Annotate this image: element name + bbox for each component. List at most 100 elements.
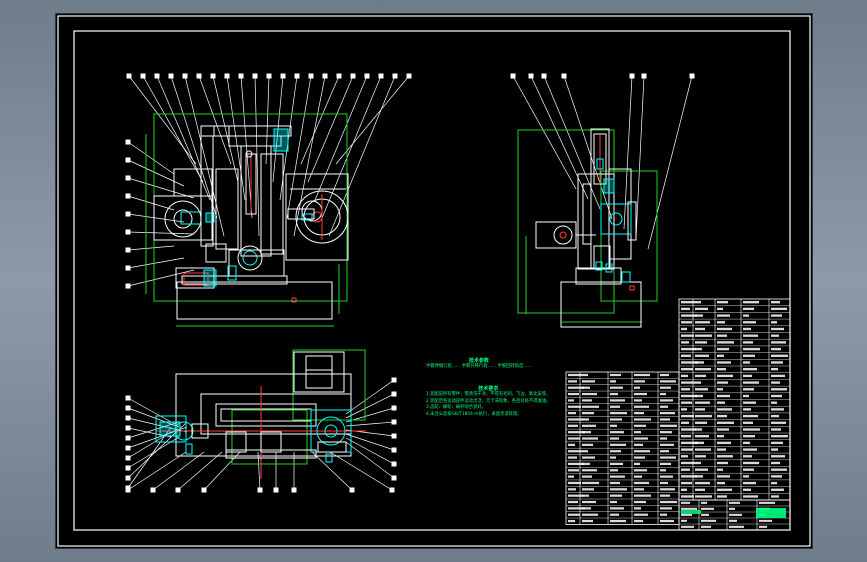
table-cell-text	[743, 495, 758, 498]
table-cell-text	[681, 513, 692, 516]
balloon-number	[125, 405, 131, 411]
table-cell-text	[717, 441, 731, 445]
leader-line	[127, 397, 172, 423]
table-cell-text	[743, 475, 749, 478]
balloon-number	[125, 175, 131, 181]
table-cell-text	[771, 468, 787, 471]
balloon-number	[125, 487, 131, 493]
balloon-number	[378, 73, 384, 79]
table-cell-text	[660, 488, 675, 491]
table-cell-text	[717, 414, 727, 418]
table-cell-text	[743, 388, 754, 391]
tables	[565, 298, 791, 531]
drawing-title-cell	[756, 508, 786, 518]
table-cell-text	[701, 519, 716, 522]
table-cell-text	[771, 401, 777, 404]
table-cell-text	[743, 314, 749, 317]
balloon-number	[392, 73, 398, 79]
table-cell-text	[634, 380, 645, 383]
table-cell-text	[660, 519, 674, 523]
leader-line	[543, 75, 601, 210]
leader-line	[127, 159, 185, 187]
table-cell-text	[610, 494, 622, 497]
table-cell-text	[610, 507, 624, 510]
table-cell-text	[610, 399, 625, 402]
leader-line	[127, 141, 175, 175]
table-cell-text	[695, 495, 712, 498]
leader-line	[345, 437, 395, 465]
table-cell-text	[681, 341, 689, 344]
leader-line	[142, 75, 204, 183]
title-block-label	[681, 510, 701, 514]
table-cell-text	[743, 361, 750, 364]
table-cell-text	[695, 481, 710, 485]
table-cell-text	[582, 456, 595, 459]
table-cell-text	[771, 327, 784, 331]
table-cell-text	[743, 435, 755, 438]
table-cell-text	[717, 361, 731, 364]
table-cell-text	[717, 334, 727, 337]
table-cell-text	[681, 428, 696, 431]
top-view	[125, 349, 397, 493]
top-view-balloons	[125, 377, 397, 493]
table-cell-text	[701, 525, 711, 528]
table-cell-text	[771, 488, 784, 491]
table-cell-text	[610, 437, 619, 440]
table-cell-text	[681, 435, 691, 438]
table-cell-text	[743, 428, 760, 431]
leader-line	[563, 75, 613, 220]
balloon-number	[689, 73, 695, 79]
table-cell-text	[743, 401, 756, 404]
leader-line	[170, 75, 218, 219]
table-cell-text	[568, 373, 582, 377]
table-cell-text	[634, 405, 649, 408]
table-cell-text	[743, 394, 749, 398]
table-cell-text	[582, 443, 593, 446]
balloon-number	[291, 487, 297, 493]
table-cell-text	[771, 481, 777, 485]
table-cell-text	[681, 507, 697, 510]
table-cell-text	[695, 374, 706, 378]
table-cell-text	[634, 399, 642, 402]
table-cell-text	[568, 519, 575, 523]
table-cell-text	[660, 431, 672, 434]
table-cell-text	[634, 450, 650, 453]
table-cell-text	[568, 405, 581, 408]
table-cell-text	[771, 414, 779, 418]
table-cell-text	[582, 469, 597, 472]
table-cell-text	[660, 405, 668, 408]
table-cell-text	[681, 414, 694, 418]
table-cell-text	[695, 307, 708, 311]
table-cell-text	[771, 341, 786, 344]
table-cell-text	[743, 368, 757, 371]
table-cell-text	[634, 481, 649, 485]
table-cell-text	[759, 519, 772, 522]
balloon-number	[125, 247, 131, 253]
table-cell-text	[771, 374, 785, 378]
table-cell-text	[568, 500, 578, 504]
table-cell-text	[717, 388, 723, 391]
table-cell-text	[568, 456, 577, 459]
leader-line	[127, 451, 187, 491]
table-cell-text	[743, 481, 756, 485]
table-cell-text	[634, 494, 651, 497]
table-cell-text	[695, 468, 708, 471]
table-cell-text	[701, 507, 714, 510]
balloon-number	[641, 73, 647, 79]
table-cell-text	[634, 373, 650, 377]
table-cell-text	[568, 392, 579, 396]
table-cell-text	[695, 341, 707, 344]
leader-line	[127, 195, 175, 211]
table-cell-text	[610, 500, 617, 504]
table-cell-text	[610, 418, 622, 421]
table-cell-text	[695, 327, 705, 331]
balloon-number	[391, 391, 397, 397]
table-cell-text	[681, 468, 690, 471]
technical-requirements-line: 3.齿轮、蜗轮、蜗杆啮合良好。	[426, 405, 486, 411]
leader-line	[127, 245, 175, 251]
cad-viewport[interactable]: 技术参数 手臂伸缩行程…… 手臂升降行程…… 手腕回转角度…… 技术要求 1.装…	[56, 14, 812, 548]
table-cell-text	[717, 421, 734, 424]
table-cell-text	[660, 443, 674, 446]
table-cell-text	[743, 461, 759, 465]
table-cell-text	[695, 321, 710, 324]
